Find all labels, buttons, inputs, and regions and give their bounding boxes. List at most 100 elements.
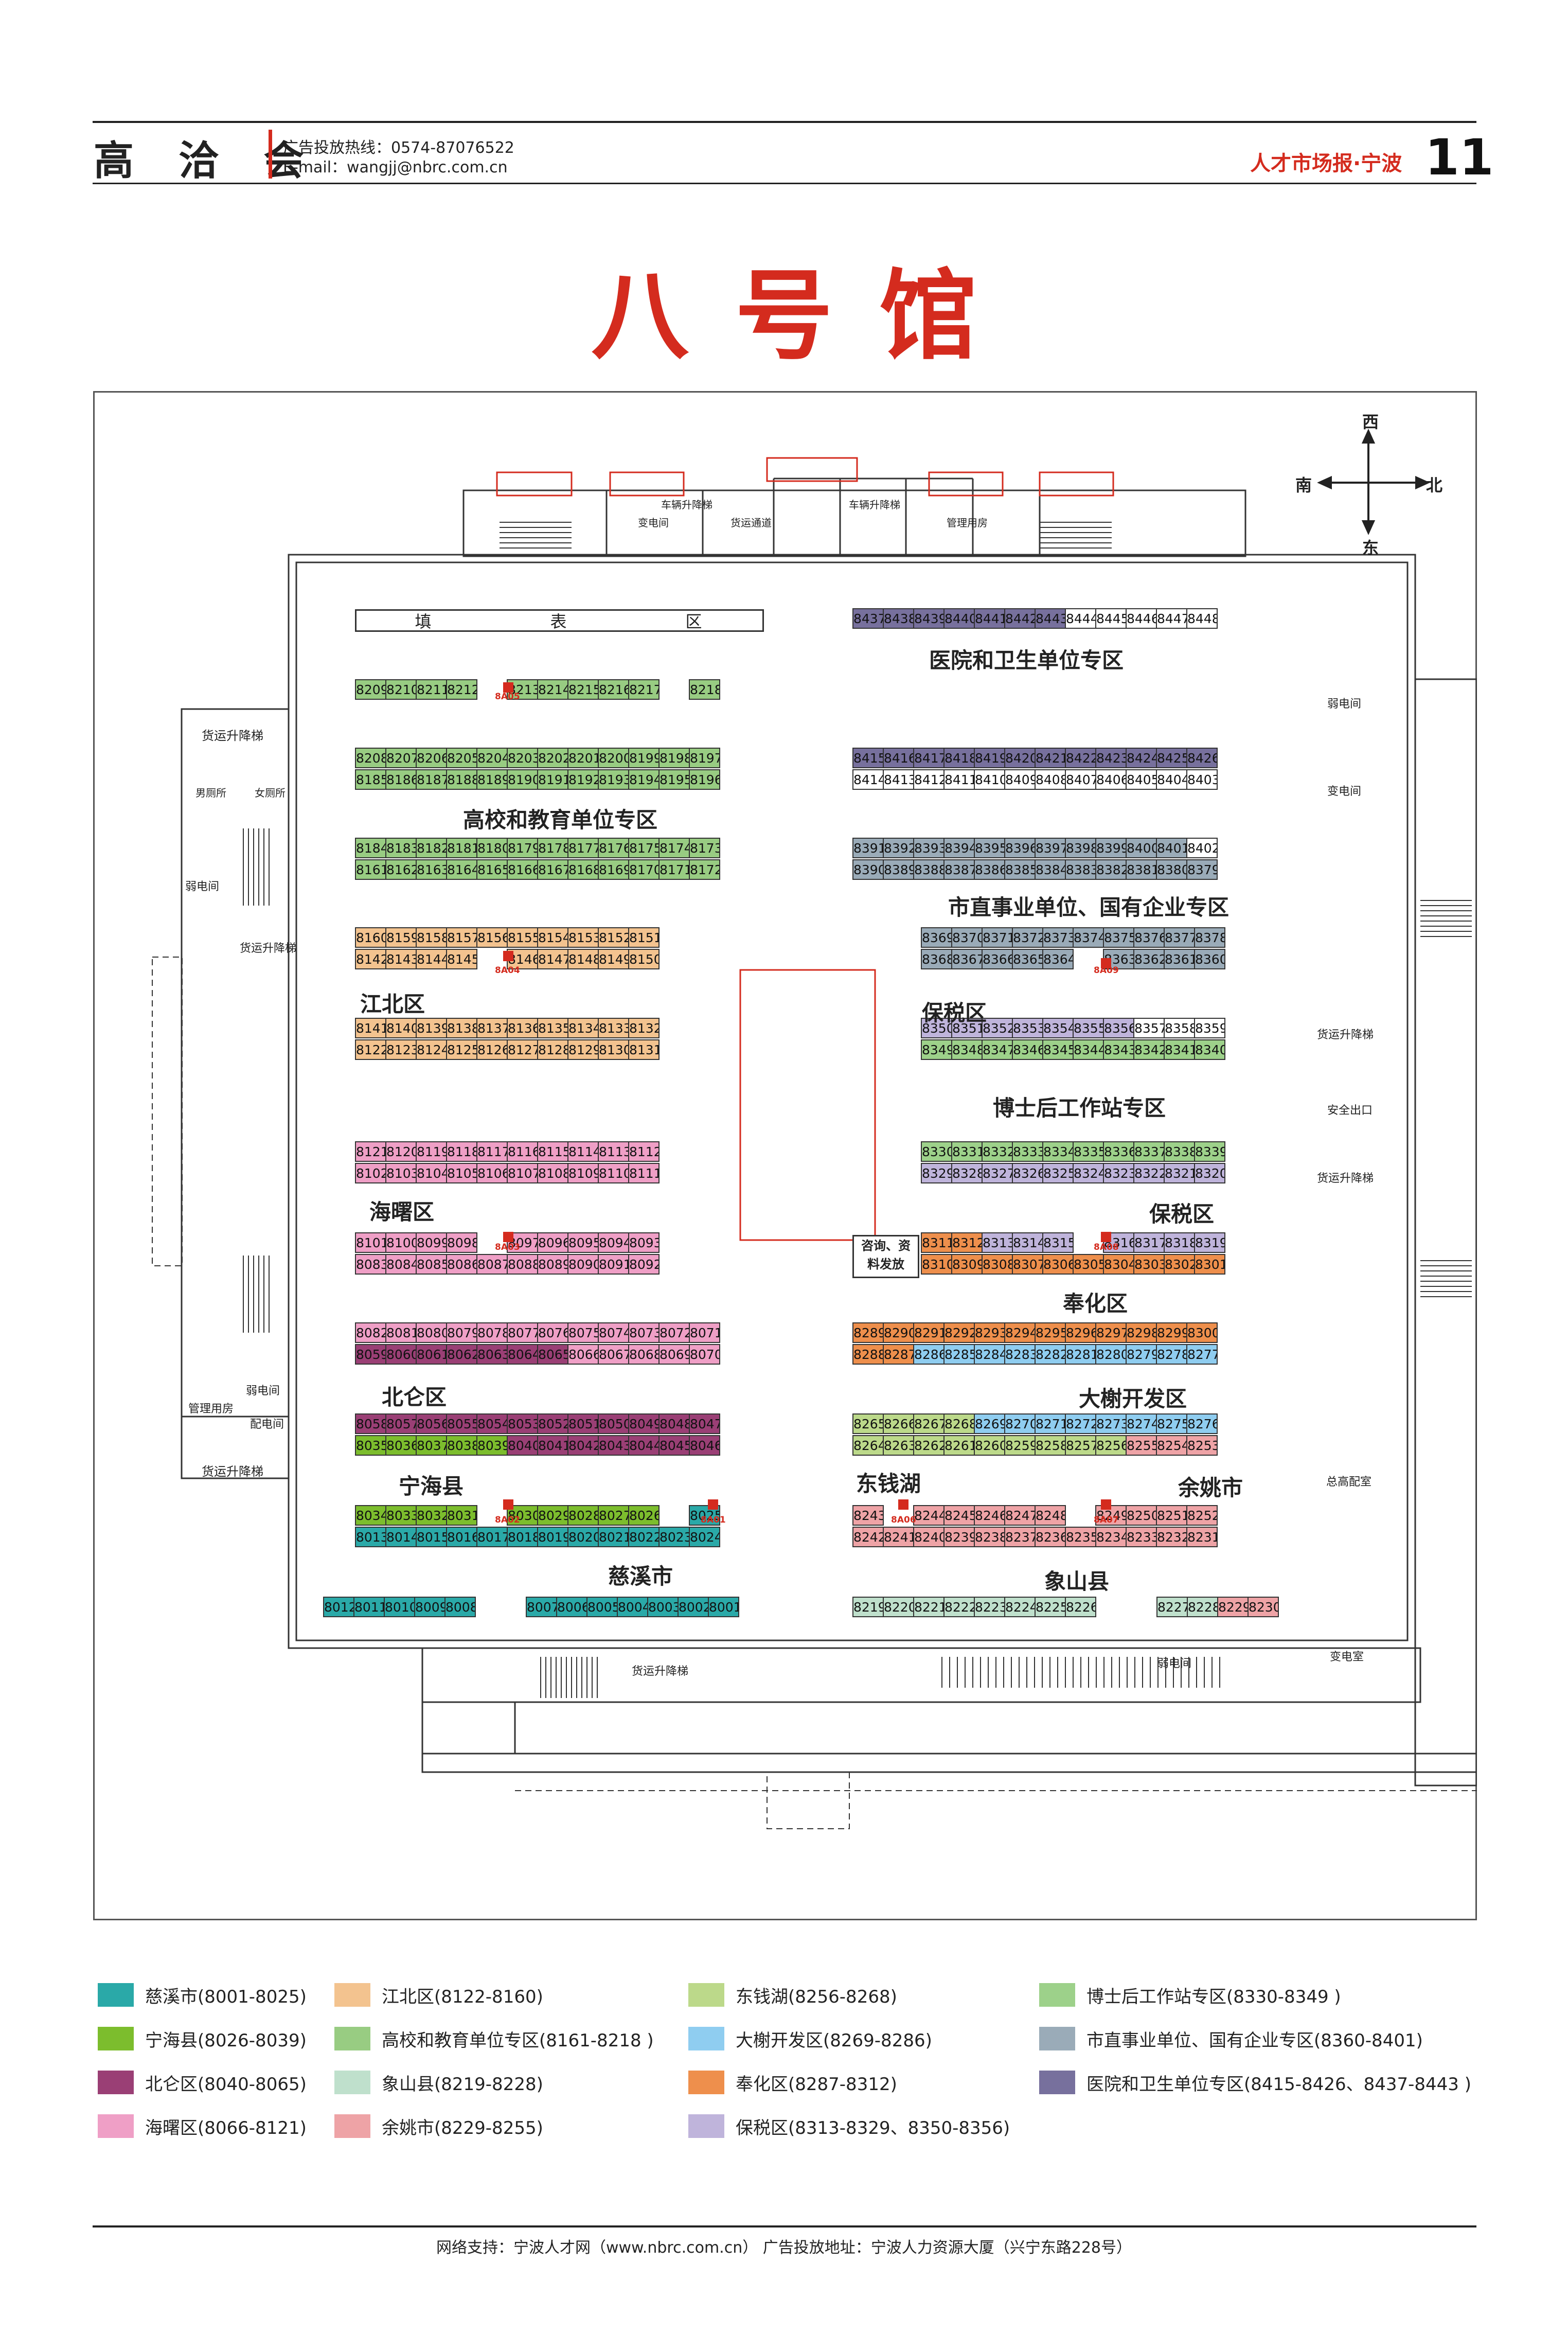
booth-8290[interactable]: 8290 bbox=[883, 1322, 914, 1343]
booth-8286[interactable]: 8286 bbox=[913, 1344, 945, 1365]
booth-8388[interactable]: 8388 bbox=[913, 859, 945, 880]
booth-8302[interactable]: 8302 bbox=[1164, 1254, 1195, 1275]
booth-8004[interactable]: 8004 bbox=[617, 1597, 648, 1617]
booth-8262[interactable]: 8262 bbox=[913, 1435, 945, 1456]
booth-8242[interactable]: 8242 bbox=[852, 1527, 884, 1547]
booth-8034[interactable]: 8034 bbox=[355, 1505, 386, 1526]
booth-8129[interactable]: 8129 bbox=[567, 1039, 599, 1060]
booth-8272[interactable]: 8272 bbox=[1065, 1413, 1096, 1434]
booth-8250[interactable]: 8250 bbox=[1126, 1505, 1157, 1526]
booth-8281[interactable]: 8281 bbox=[1065, 1344, 1096, 1365]
booth-8291[interactable]: 8291 bbox=[913, 1322, 945, 1343]
booth-8226[interactable]: 8226 bbox=[1065, 1597, 1096, 1617]
booth-8270[interactable]: 8270 bbox=[1004, 1413, 1036, 1434]
booth-8187[interactable]: 8187 bbox=[416, 769, 447, 790]
booth-8441[interactable]: 8441 bbox=[974, 608, 1005, 629]
booth-8401[interactable]: 8401 bbox=[1156, 838, 1187, 858]
booth-8358[interactable]: 8358 bbox=[1164, 1018, 1195, 1038]
booth-8115[interactable]: 8115 bbox=[537, 1141, 568, 1162]
booth-8206[interactable]: 8206 bbox=[416, 748, 447, 768]
booth-8251[interactable]: 8251 bbox=[1156, 1505, 1187, 1526]
booth-8012[interactable]: 8012 bbox=[323, 1597, 354, 1617]
booth-8027[interactable]: 8027 bbox=[598, 1505, 629, 1526]
booth-8309[interactable]: 8309 bbox=[951, 1254, 983, 1275]
booth-8313[interactable]: 8313 bbox=[982, 1232, 1013, 1253]
booth-8439[interactable]: 8439 bbox=[913, 608, 945, 629]
booth-8061[interactable]: 8061 bbox=[416, 1344, 447, 1365]
booth-8287[interactable]: 8287 bbox=[883, 1344, 914, 1365]
booth-8136[interactable]: 8136 bbox=[507, 1018, 538, 1038]
booth-8294[interactable]: 8294 bbox=[1004, 1322, 1036, 1343]
booth-8425[interactable]: 8425 bbox=[1156, 748, 1187, 768]
booth-8267[interactable]: 8267 bbox=[913, 1413, 945, 1434]
booth-8341[interactable]: 8341 bbox=[1164, 1039, 1195, 1060]
booth-8300[interactable]: 8300 bbox=[1186, 1322, 1218, 1343]
booth-8124[interactable]: 8124 bbox=[416, 1039, 447, 1060]
booth-8392[interactable]: 8392 bbox=[883, 838, 914, 858]
booth-8393[interactable]: 8393 bbox=[913, 838, 945, 858]
booth-8260[interactable]: 8260 bbox=[974, 1435, 1005, 1456]
booth-8038[interactable]: 8038 bbox=[446, 1435, 477, 1456]
booth-8048[interactable]: 8048 bbox=[658, 1413, 690, 1434]
booth-8254[interactable]: 8254 bbox=[1156, 1435, 1187, 1456]
booth-8405[interactable]: 8405 bbox=[1126, 769, 1157, 790]
booth-8442[interactable]: 8442 bbox=[1004, 608, 1036, 629]
booth-8120[interactable]: 8120 bbox=[385, 1141, 417, 1162]
booth-8006[interactable]: 8006 bbox=[556, 1597, 587, 1617]
booth-8326[interactable]: 8326 bbox=[1012, 1163, 1043, 1183]
booth-8298[interactable]: 8298 bbox=[1126, 1322, 1157, 1343]
booth-8193[interactable]: 8193 bbox=[598, 769, 629, 790]
booth-8066[interactable]: 8066 bbox=[567, 1344, 599, 1365]
booth-8360[interactable]: 8360 bbox=[1194, 949, 1225, 969]
booth-8372[interactable]: 8372 bbox=[1012, 927, 1043, 948]
booth-8172[interactable]: 8172 bbox=[689, 859, 720, 880]
booth-8216[interactable]: 8216 bbox=[598, 679, 629, 700]
booth-8337[interactable]: 8337 bbox=[1133, 1141, 1165, 1162]
booth-8310[interactable]: 8310 bbox=[921, 1254, 952, 1275]
booth-8247[interactable]: 8247 bbox=[1004, 1505, 1036, 1526]
booth-8385[interactable]: 8385 bbox=[1004, 859, 1036, 880]
booth-8381[interactable]: 8381 bbox=[1126, 859, 1157, 880]
booth-8236[interactable]: 8236 bbox=[1035, 1527, 1066, 1547]
booth-8332[interactable]: 8332 bbox=[982, 1141, 1013, 1162]
booth-8118[interactable]: 8118 bbox=[446, 1141, 477, 1162]
booth-8422[interactable]: 8422 bbox=[1065, 748, 1096, 768]
booth-8195[interactable]: 8195 bbox=[658, 769, 690, 790]
booth-8026[interactable]: 8026 bbox=[628, 1505, 660, 1526]
booth-8138[interactable]: 8138 bbox=[446, 1018, 477, 1038]
booth-8229[interactable]: 8229 bbox=[1217, 1597, 1249, 1617]
booth-8013[interactable]: 8013 bbox=[355, 1527, 386, 1547]
booth-8103[interactable]: 8103 bbox=[385, 1163, 417, 1183]
booth-8160[interactable]: 8160 bbox=[355, 927, 386, 948]
booth-8083[interactable]: 8083 bbox=[355, 1254, 386, 1275]
booth-8186[interactable]: 8186 bbox=[385, 769, 417, 790]
booth-8335[interactable]: 8335 bbox=[1073, 1141, 1104, 1162]
booth-8050[interactable]: 8050 bbox=[598, 1413, 629, 1434]
booth-8125[interactable]: 8125 bbox=[446, 1039, 477, 1060]
booth-8391[interactable]: 8391 bbox=[852, 838, 884, 858]
booth-8349[interactable]: 8349 bbox=[921, 1039, 952, 1060]
booth-8447[interactable]: 8447 bbox=[1156, 608, 1187, 629]
booth-8211[interactable]: 8211 bbox=[416, 679, 447, 700]
booth-8230[interactable]: 8230 bbox=[1248, 1597, 1279, 1617]
booth-8325[interactable]: 8325 bbox=[1042, 1163, 1074, 1183]
booth-8010[interactable]: 8010 bbox=[384, 1597, 415, 1617]
booth-8056[interactable]: 8056 bbox=[416, 1413, 447, 1434]
booth-8137[interactable]: 8137 bbox=[476, 1018, 508, 1038]
booth-8154[interactable]: 8154 bbox=[537, 927, 568, 948]
booth-8232[interactable]: 8232 bbox=[1156, 1527, 1187, 1547]
booth-8091[interactable]: 8091 bbox=[598, 1254, 629, 1275]
booth-8246[interactable]: 8246 bbox=[974, 1505, 1005, 1526]
booth-8394[interactable]: 8394 bbox=[943, 838, 975, 858]
booth-8217[interactable]: 8217 bbox=[628, 679, 660, 700]
booth-8424[interactable]: 8424 bbox=[1126, 748, 1157, 768]
booth-8157[interactable]: 8157 bbox=[446, 927, 477, 948]
booth-8181[interactable]: 8181 bbox=[446, 838, 477, 858]
booth-8253[interactable]: 8253 bbox=[1186, 1435, 1218, 1456]
booth-8140[interactable]: 8140 bbox=[385, 1018, 417, 1038]
booth-8207[interactable]: 8207 bbox=[385, 748, 417, 768]
booth-8037[interactable]: 8037 bbox=[416, 1435, 447, 1456]
booth-8308[interactable]: 8308 bbox=[982, 1254, 1013, 1275]
booth-8220[interactable]: 8220 bbox=[883, 1597, 914, 1617]
booth-8008[interactable]: 8008 bbox=[444, 1597, 476, 1617]
